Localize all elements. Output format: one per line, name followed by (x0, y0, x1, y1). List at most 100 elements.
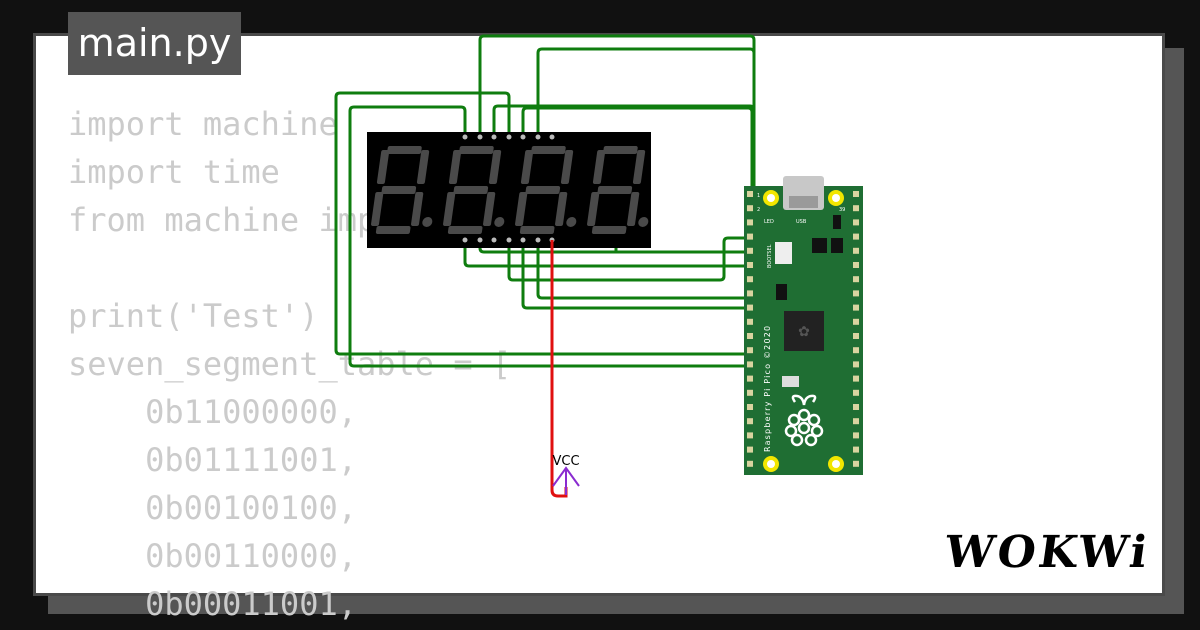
pico-pin[interactable] (853, 418, 859, 425)
segment (448, 150, 462, 184)
pin-39-label: 39 (839, 207, 845, 213)
code-line: print('Test') (68, 297, 319, 335)
file-tab-main-py[interactable]: main.py (68, 12, 241, 75)
pico-pin[interactable] (853, 262, 859, 268)
pico-pin[interactable] (747, 191, 753, 197)
pico-pin[interactable] (853, 304, 859, 311)
decimal-point (422, 217, 433, 227)
pico-pin[interactable] (747, 290, 753, 297)
pico-pin[interactable] (747, 432, 753, 439)
pico-pin[interactable] (853, 375, 859, 382)
bootsel-label: BOOTSEL (767, 244, 773, 268)
wire[interactable] (478, 240, 752, 254)
pico-pin[interactable] (747, 219, 753, 226)
pico-pin[interactable] (747, 262, 753, 268)
pico-pin[interactable] (853, 290, 859, 297)
wire[interactable] (521, 240, 752, 310)
pico-pin[interactable] (853, 446, 859, 453)
pico-pin[interactable] (747, 247, 753, 254)
pico-pin[interactable] (747, 460, 753, 467)
code-line: 0b00100100, (68, 489, 357, 527)
pico-pin[interactable] (747, 318, 753, 325)
segment (483, 192, 496, 226)
pico-pin[interactable] (853, 318, 859, 325)
pico-pin[interactable] (853, 361, 859, 368)
pico-pin[interactable] (747, 347, 753, 354)
display-pin[interactable] (491, 237, 497, 243)
pico-pin[interactable] (853, 347, 859, 354)
pico-pin[interactable] (853, 276, 859, 283)
raspberry-pi-pico-board[interactable]: ✿ Raspberry Pi Pico ©2020 BOOTSEL LED US… (744, 176, 863, 475)
pico-pin[interactable] (853, 205, 859, 212)
display-pin[interactable] (462, 237, 468, 243)
pico-pin[interactable] (747, 205, 753, 212)
segment (387, 146, 422, 154)
display-pin[interactable] (549, 134, 555, 140)
decimal-point (638, 217, 649, 227)
pico-pin[interactable] (747, 233, 753, 240)
segment (376, 150, 390, 184)
vcc-net: VCC (550, 240, 580, 498)
wire[interactable] (507, 236, 752, 282)
display-pin[interactable] (520, 134, 526, 140)
display-digit (587, 146, 649, 234)
wire[interactable] (492, 104, 756, 212)
segment (627, 192, 640, 226)
code-line: import time (68, 153, 280, 191)
raspberry-chip-logo-icon: ✿ (798, 324, 810, 340)
pico-pin[interactable] (853, 432, 859, 439)
segment (520, 150, 534, 184)
wire[interactable] (478, 34, 756, 200)
display-pin[interactable] (477, 237, 483, 243)
wokwi-logo: WOKWi (941, 527, 1154, 578)
pico-pin[interactable] (853, 460, 859, 467)
pico-pin[interactable] (853, 247, 859, 254)
wire[interactable] (536, 47, 756, 205)
segment (488, 150, 502, 184)
pico-pin[interactable] (747, 389, 753, 396)
pico-pin[interactable] (747, 446, 753, 453)
crystal-chip (831, 238, 843, 253)
pico-pin[interactable] (853, 219, 859, 226)
display-pin[interactable] (491, 134, 497, 140)
wire[interactable] (348, 105, 752, 368)
display-pin[interactable] (535, 237, 541, 243)
segment (597, 186, 633, 194)
segment (443, 192, 456, 226)
vcc-label: VCC (552, 454, 579, 469)
pico-pin[interactable] (747, 333, 753, 339)
pico-pin[interactable] (853, 233, 859, 240)
vcc-wire[interactable] (550, 240, 568, 498)
pico-pin[interactable] (747, 418, 753, 425)
display-digit (443, 146, 505, 234)
pico-pin[interactable] (853, 191, 859, 197)
display-pin[interactable] (506, 134, 512, 140)
display-pin[interactable] (535, 134, 541, 140)
wire[interactable] (521, 106, 754, 218)
pico-pin[interactable] (853, 389, 859, 396)
pico-pin[interactable] (853, 404, 859, 410)
display-pin[interactable] (477, 134, 483, 140)
wire[interactable] (536, 240, 752, 300)
rp2040-chip-icon (784, 311, 824, 351)
segment (375, 226, 411, 234)
pico-pin[interactable] (747, 375, 753, 382)
segment (459, 146, 494, 154)
display-pin[interactable] (520, 237, 526, 243)
pico-pin[interactable] (853, 333, 859, 339)
segment (555, 192, 568, 226)
pin-1-label: 1 (757, 193, 760, 199)
pico-pin[interactable] (747, 404, 753, 410)
seven-segment-display[interactable] (367, 132, 659, 248)
code-line: 0b00110000, (68, 537, 357, 575)
pico-pin[interactable] (747, 361, 753, 368)
pico-pin[interactable] (747, 304, 753, 311)
display-pin[interactable] (462, 134, 468, 140)
bootsel-button[interactable] (775, 242, 792, 264)
pico-pin[interactable] (747, 276, 753, 283)
display-pin[interactable] (506, 237, 512, 243)
wire[interactable] (334, 91, 752, 356)
